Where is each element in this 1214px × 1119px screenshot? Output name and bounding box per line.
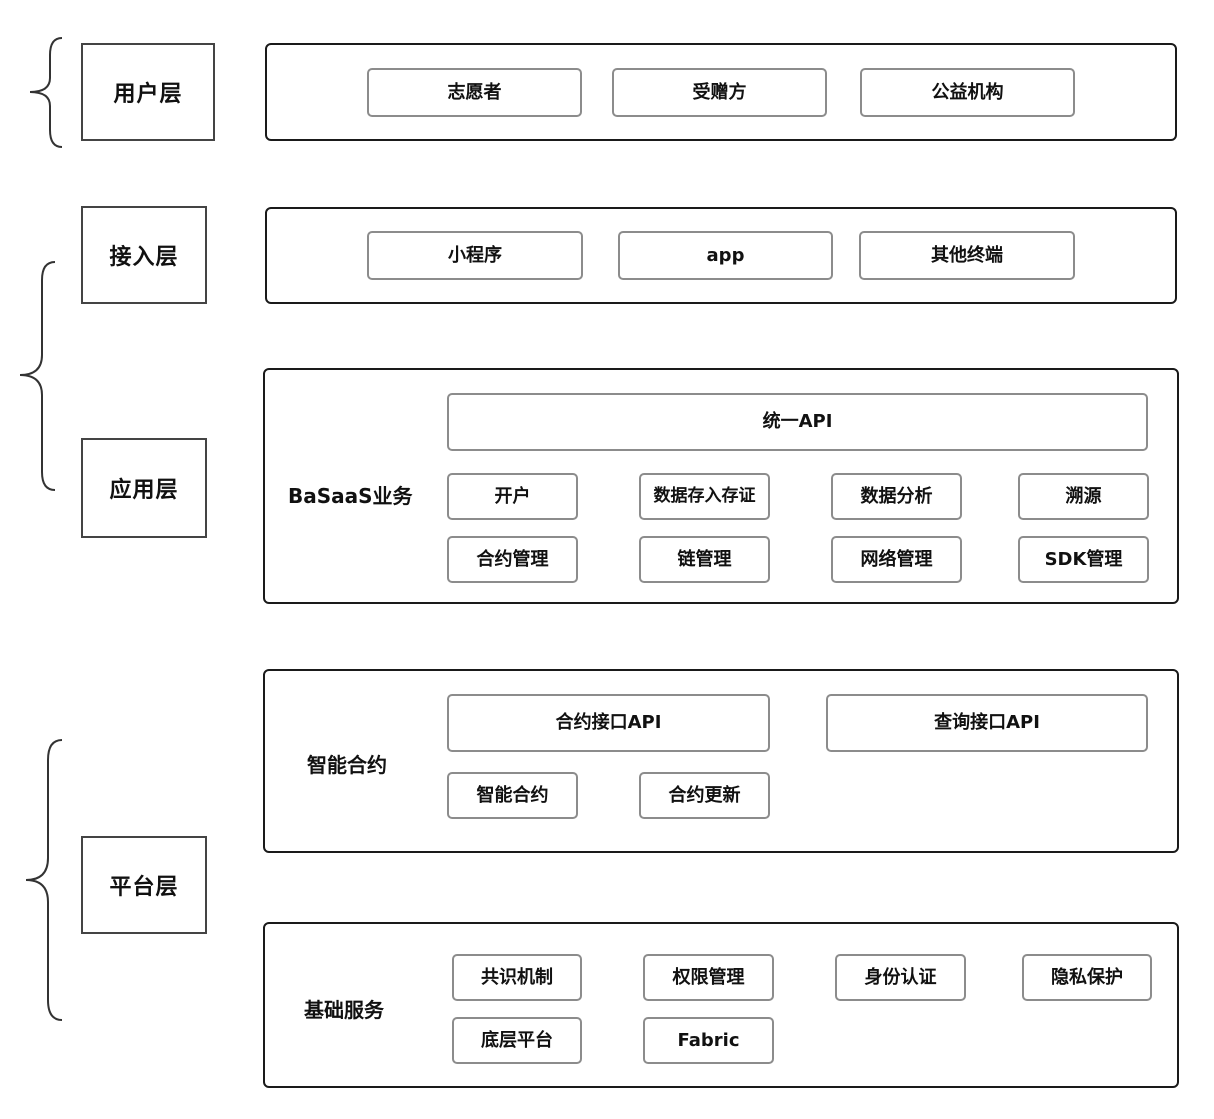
charity-org-box: 公益机构 xyxy=(860,68,1075,117)
consensus-box: 共识机制 xyxy=(452,954,582,1001)
base-services-label: 基础服务 xyxy=(304,998,384,1022)
basaas-label: BaSaaS业务 xyxy=(288,484,413,508)
recipient-box: 受赠方 xyxy=(612,68,827,117)
volunteer-box: 志愿者 xyxy=(367,68,582,117)
data-storage-box: 数据存入存证 xyxy=(639,473,770,520)
fabric-box: Fabric xyxy=(643,1017,774,1064)
open-account-box: 开户 xyxy=(447,473,578,520)
query-api-box: 查询接口API xyxy=(826,694,1148,752)
platform-layer-label: 平台层 xyxy=(81,836,207,934)
base-platform-box: 底层平台 xyxy=(452,1017,582,1064)
identity-box: 身份认证 xyxy=(835,954,966,1001)
contract-api-box: 合约接口API xyxy=(447,694,770,752)
chain-management-box: 链管理 xyxy=(639,536,770,583)
access-layer-label: 接入层 xyxy=(81,206,207,304)
contract-management-box: 合约管理 xyxy=(447,536,578,583)
contract-update-box: 合约更新 xyxy=(639,772,770,819)
app-box: app xyxy=(618,231,833,280)
user-layer-label: 用户层 xyxy=(81,43,215,141)
application-layer-label: 应用层 xyxy=(81,438,207,538)
sdk-management-box: SDK管理 xyxy=(1018,536,1149,583)
privacy-box: 隐私保护 xyxy=(1022,954,1152,1001)
network-management-box: 网络管理 xyxy=(831,536,962,583)
unified-api-box: 统一API xyxy=(447,393,1148,451)
smart-contract-box: 智能合约 xyxy=(447,772,578,819)
permission-box: 权限管理 xyxy=(643,954,774,1001)
traceability-box: 溯源 xyxy=(1018,473,1149,520)
other-terminals-box: 其他终端 xyxy=(859,231,1075,280)
base-services-panel xyxy=(263,922,1179,1088)
data-analysis-box: 数据分析 xyxy=(831,473,962,520)
mini-program-box: 小程序 xyxy=(367,231,583,280)
smart-contract-label: 智能合约 xyxy=(307,753,387,777)
